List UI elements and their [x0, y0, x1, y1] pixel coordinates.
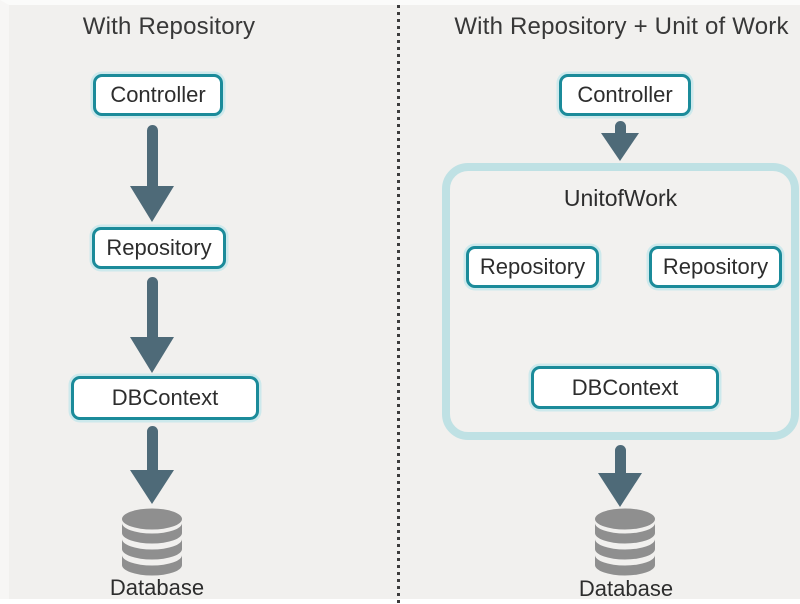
arrow-head — [601, 133, 639, 161]
right-controller-label: Controller — [577, 82, 673, 107]
down-arrow-icon — [598, 445, 642, 507]
arrow-head — [130, 470, 174, 504]
left-dbcontext-label: DBContext — [111, 385, 219, 410]
arrow-stem — [146, 426, 158, 470]
down-arrow-icon — [130, 277, 174, 373]
left-panel-title: With Repository — [82, 13, 256, 40]
arrow-head — [598, 473, 642, 507]
down-arrow-icon — [601, 121, 639, 161]
arrow-stem — [614, 445, 626, 473]
arrow-head — [130, 186, 174, 222]
arrow-stem — [614, 121, 626, 133]
right-database-label: Database — [578, 576, 674, 601]
down-arrow-icon — [130, 125, 174, 222]
left-repository-box: Repository — [92, 227, 226, 269]
right-repository-left-label: Repository — [479, 254, 586, 279]
arrow-head — [130, 337, 174, 373]
left-repository-label: Repository — [106, 235, 212, 260]
left-dbcontext-box: DBContext — [71, 376, 259, 420]
left-controller-box: Controller — [93, 74, 223, 116]
divider-dotted-line — [397, 5, 400, 604]
unit-of-work-label: UnitofWork — [563, 185, 678, 211]
right-dbcontext-label: DBContext — [571, 374, 679, 400]
right-repository-box-left: Repository — [466, 246, 599, 288]
arrow-stem — [146, 277, 158, 337]
right-panel-title: With Repository + Unit of Work — [454, 13, 789, 40]
database-icon — [122, 508, 182, 576]
left-controller-label: Controller — [110, 82, 206, 107]
right-repository-box-right: Repository — [649, 246, 782, 288]
right-dbcontext-box: DBContext — [531, 366, 719, 409]
right-repository-right-label: Repository — [662, 254, 769, 279]
down-arrow-icon — [130, 426, 174, 504]
left-database-label: Database — [109, 575, 205, 600]
arrow-stem — [146, 125, 158, 186]
right-controller-box: Controller — [559, 74, 691, 116]
database-icon — [595, 508, 655, 576]
